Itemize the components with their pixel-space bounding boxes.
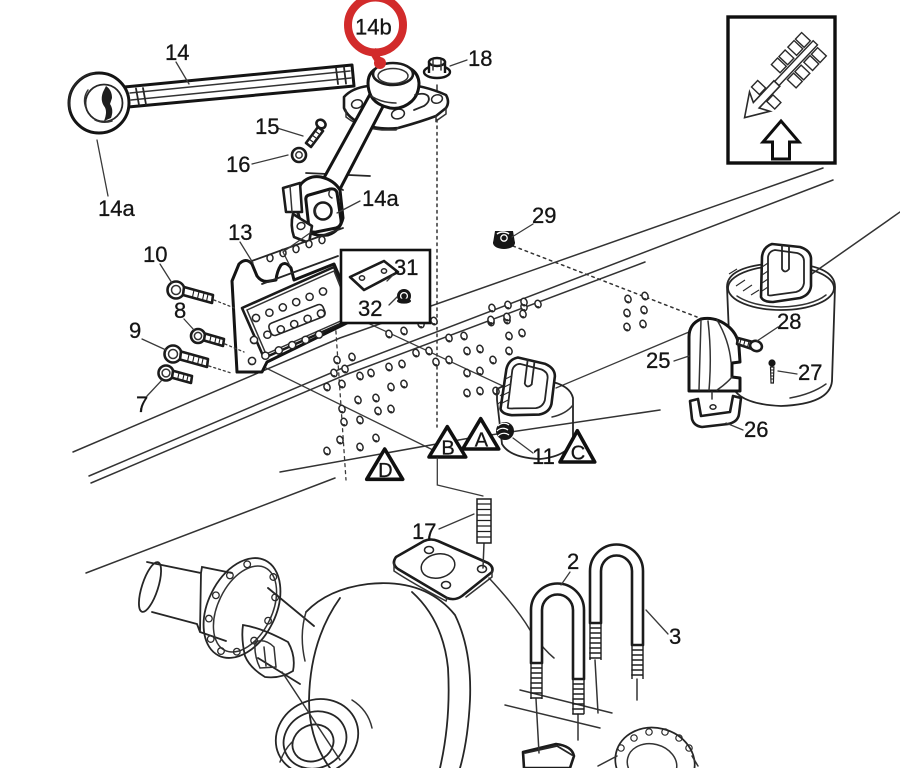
svg-text:14a: 14a [362, 186, 399, 211]
svg-text:C: C [571, 443, 585, 465]
svg-text:D: D [378, 460, 392, 482]
svg-text:14a: 14a [98, 196, 135, 221]
svg-text:16: 16 [226, 152, 250, 177]
svg-text:11: 11 [532, 444, 555, 469]
svg-text:A: A [475, 430, 489, 452]
svg-text:26: 26 [744, 417, 768, 442]
svg-text:10: 10 [143, 242, 167, 267]
svg-text:17: 17 [412, 519, 436, 544]
svg-text:13: 13 [228, 220, 252, 245]
svg-text:15: 15 [255, 114, 279, 139]
svg-text:7: 7 [136, 392, 148, 417]
svg-text:25: 25 [646, 348, 670, 373]
svg-text:28: 28 [777, 309, 801, 334]
svg-text:2: 2 [567, 549, 579, 574]
svg-text:14: 14 [165, 40, 189, 65]
svg-text:31: 31 [394, 255, 418, 280]
svg-text:8: 8 [174, 298, 186, 323]
svg-text:3: 3 [669, 624, 681, 649]
svg-text:B: B [441, 438, 454, 460]
svg-text:29: 29 [532, 203, 556, 228]
svg-text:9: 9 [129, 318, 141, 343]
svg-text:14b: 14b [355, 15, 392, 40]
svg-text:18: 18 [468, 46, 492, 71]
svg-text:27: 27 [798, 360, 822, 385]
svg-text:32: 32 [358, 296, 382, 321]
